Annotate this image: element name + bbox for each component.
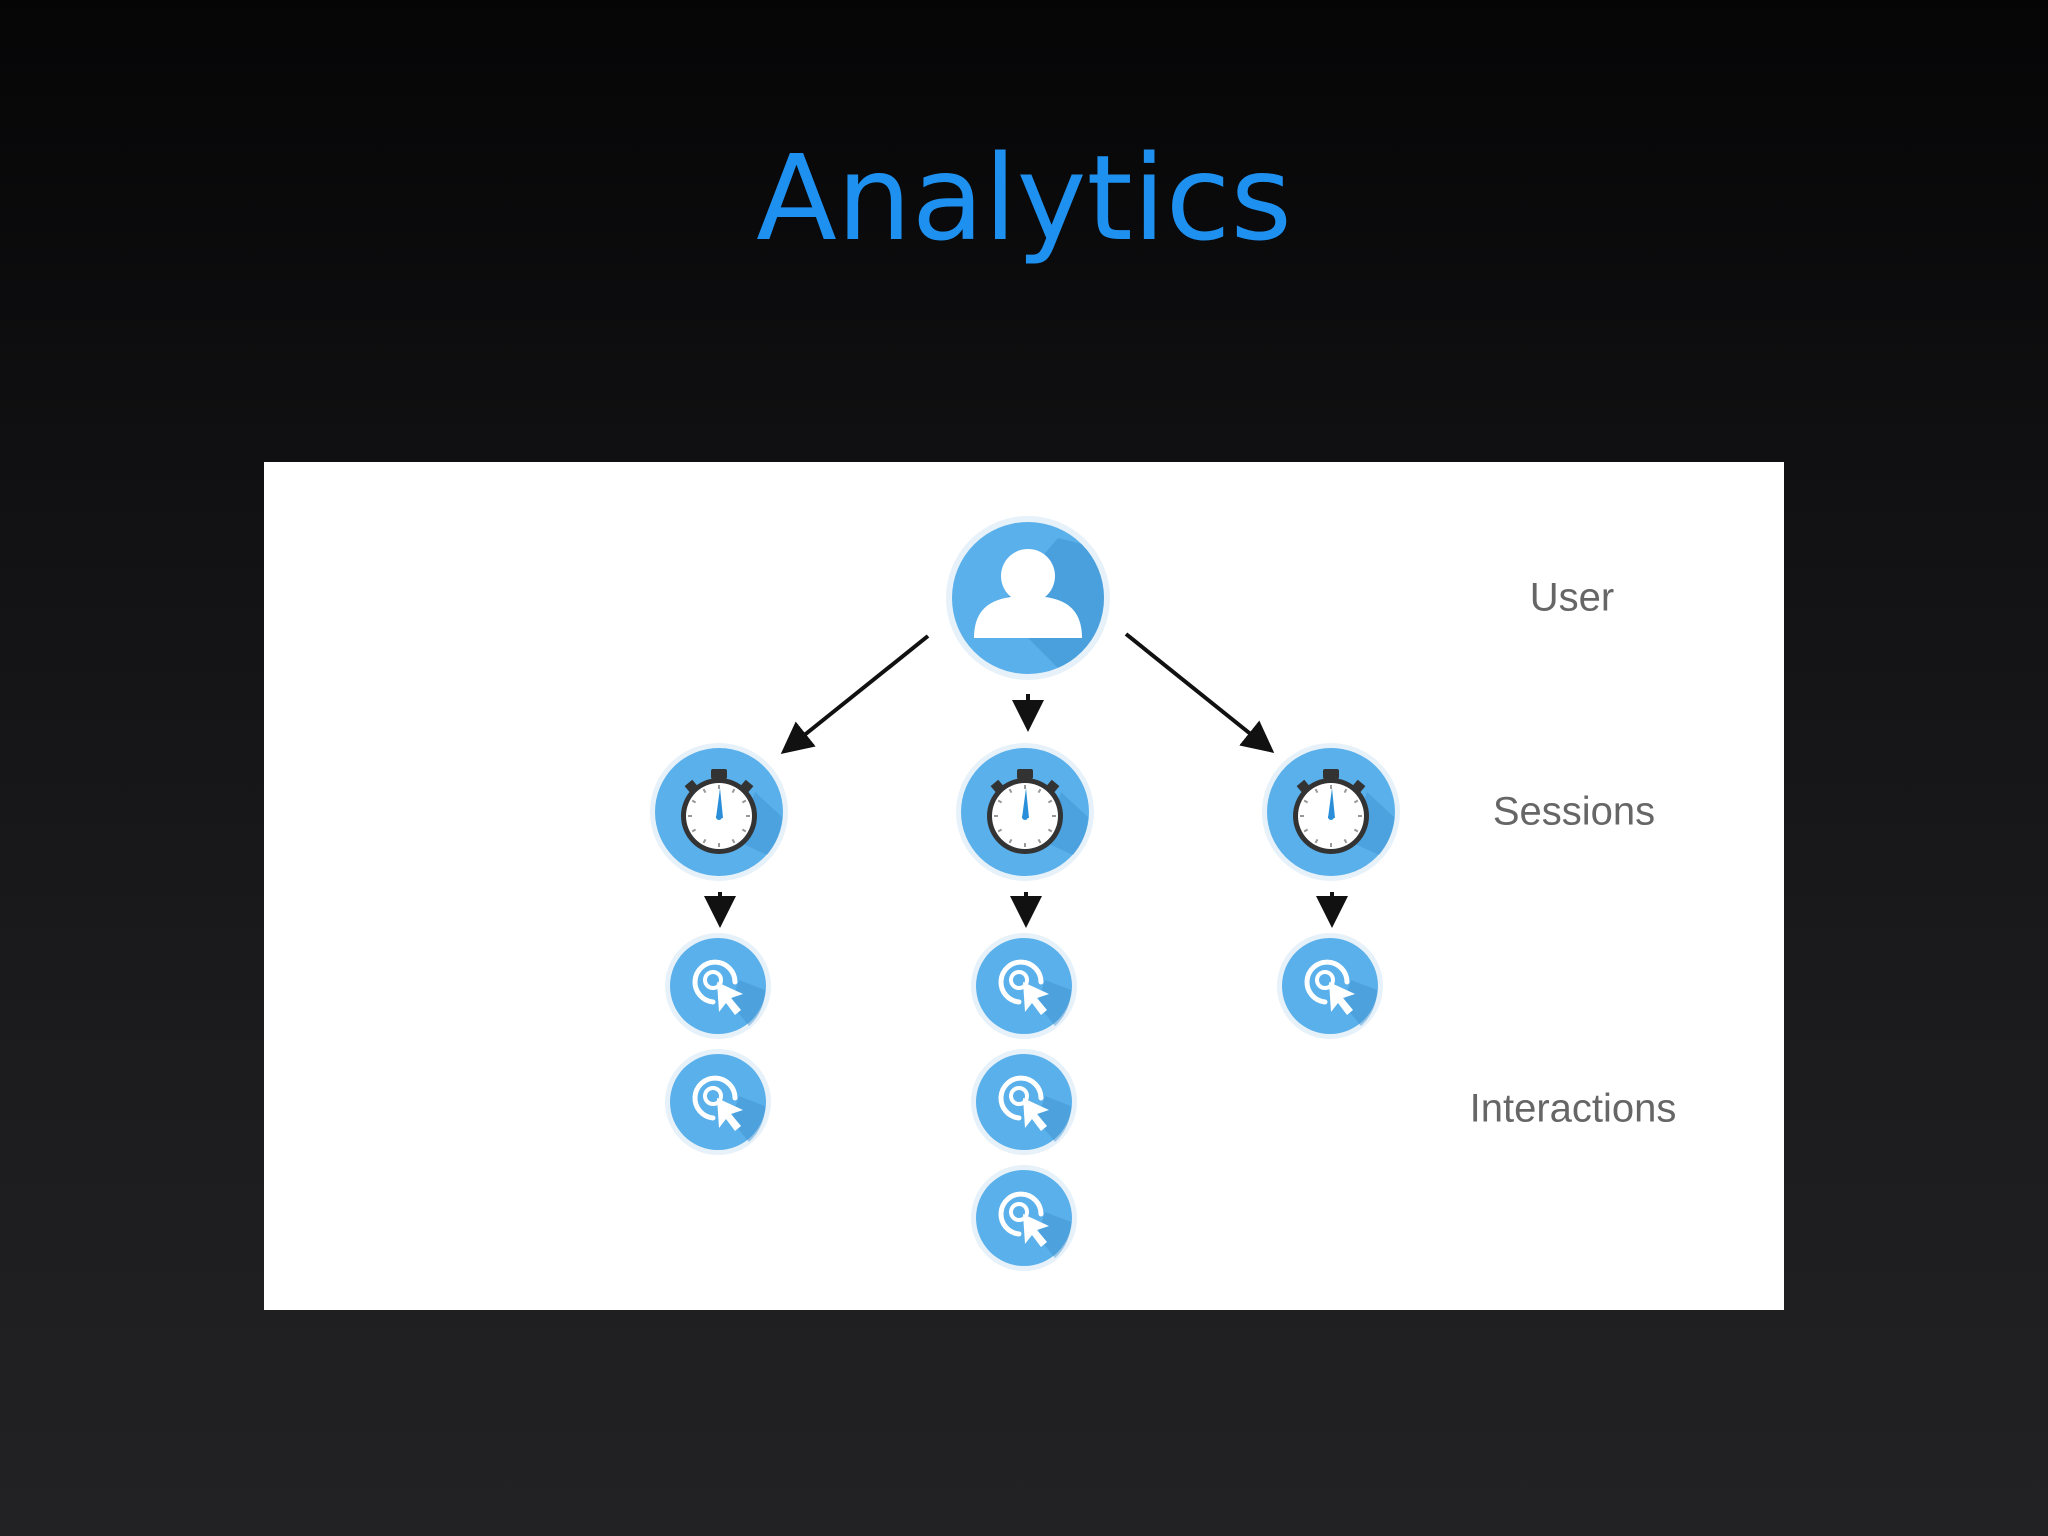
arrow-user-to-session-1	[780, 634, 930, 755]
stopwatch-icon	[1293, 769, 1369, 854]
click-cursor-icon	[692, 1075, 743, 1131]
arrow-user-to-session-3	[1124, 632, 1275, 754]
session-node	[1262, 743, 1400, 881]
click-cursor-icon	[998, 959, 1049, 1015]
diagram-panel: User Sessions Interactions	[264, 462, 1784, 1310]
level-label-user: User	[1529, 575, 1615, 620]
user-node	[946, 516, 1110, 680]
user-icon	[974, 549, 1082, 638]
interaction-node	[971, 1049, 1077, 1155]
interaction-node	[971, 933, 1077, 1039]
level-label-sessions: Sessions	[1492, 789, 1656, 834]
click-cursor-icon	[998, 1075, 1049, 1131]
interaction-node	[971, 1165, 1077, 1271]
stopwatch-icon	[987, 769, 1063, 854]
click-cursor-icon	[692, 959, 743, 1015]
interaction-node	[1277, 933, 1383, 1039]
stopwatch-icon	[681, 769, 757, 854]
session-node	[650, 743, 788, 881]
session-node	[956, 743, 1094, 881]
interaction-node	[665, 1049, 771, 1155]
click-cursor-icon	[1304, 959, 1355, 1015]
slide-title: Analytics	[756, 129, 1292, 267]
level-label-interactions: Interactions	[1469, 1086, 1677, 1131]
interaction-node	[665, 933, 771, 1039]
click-cursor-icon	[998, 1191, 1049, 1247]
hierarchy-diagram	[650, 516, 1400, 1271]
